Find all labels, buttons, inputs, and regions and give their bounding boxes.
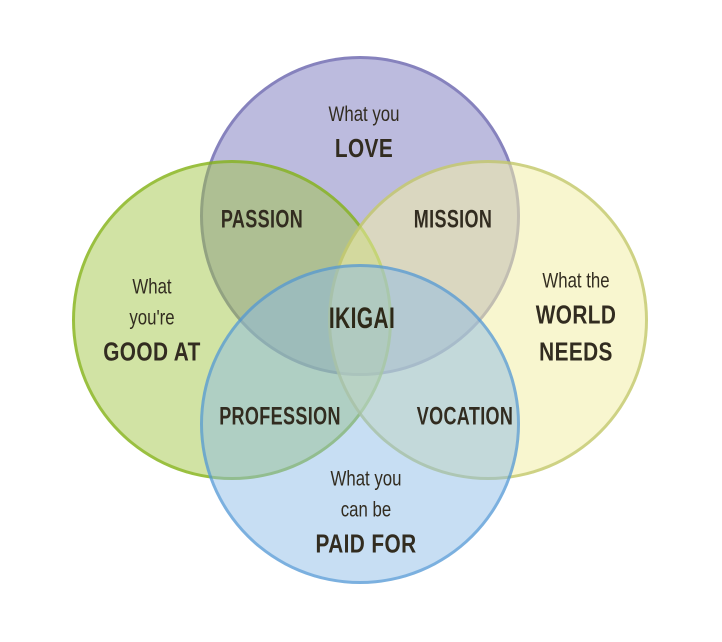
paid-for-line-1: What you — [330, 467, 402, 491]
paid-for-label: What you can be PAID FOR — [315, 464, 416, 563]
love-line-1: What you — [328, 103, 400, 126]
vocation-label: VOCATION — [416, 402, 514, 431]
good-at-line-1: What — [132, 275, 172, 299]
circle-paid-for — [200, 264, 520, 584]
love-line-2: LOVE — [334, 133, 394, 163]
world-needs-line-3: NEEDS — [539, 336, 613, 367]
love-label: What you LOVE — [329, 99, 400, 167]
good-at-line-2: you're — [129, 306, 175, 330]
paid-for-line-3: PAID FOR — [315, 528, 417, 559]
world-needs-line-2: WORLD — [535, 299, 617, 330]
good-at-label: What you're GOOD AT — [103, 272, 201, 371]
world-needs-label: What the WORLD NEEDS — [536, 266, 617, 371]
paid-for-line-2: can be — [340, 498, 392, 522]
mission-label: MISSION — [413, 205, 493, 234]
passion-label: PASSION — [220, 205, 304, 234]
good-at-line-3: GOOD AT — [103, 336, 201, 367]
profession-label: PROFESSION — [219, 402, 341, 431]
ikigai-center-label: IKIGAI — [328, 302, 396, 335]
world-needs-line-1: What the — [542, 269, 610, 293]
